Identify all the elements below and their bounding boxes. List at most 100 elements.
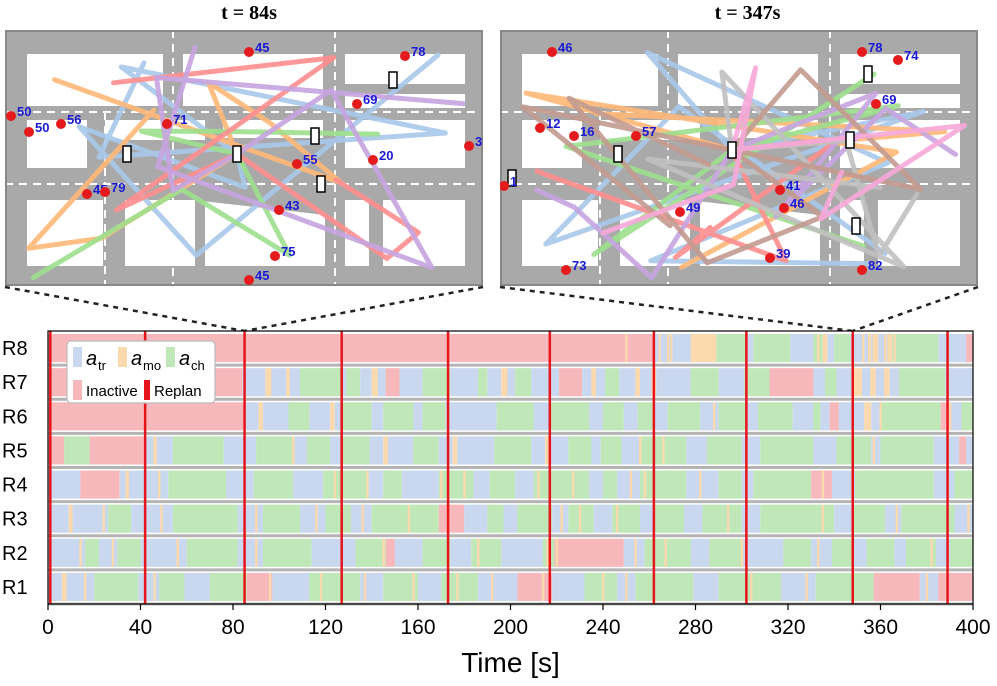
move-action-mark bbox=[625, 334, 628, 363]
task-point-marker bbox=[82, 189, 92, 199]
zoom-connector bbox=[244, 285, 484, 333]
action-segment bbox=[616, 470, 640, 499]
move-action-mark bbox=[259, 402, 263, 431]
move-action-mark bbox=[477, 538, 480, 567]
x-tick-label: 40 bbox=[129, 616, 152, 639]
move-action-mark bbox=[366, 470, 369, 499]
action-segment bbox=[478, 368, 488, 397]
move-action-mark bbox=[125, 470, 129, 499]
task-label: 74 bbox=[904, 48, 919, 63]
charging-station-icon bbox=[122, 145, 132, 163]
task-point-marker bbox=[871, 99, 881, 109]
action-segment bbox=[172, 504, 238, 533]
task-label: 57 bbox=[642, 124, 656, 139]
move-action-mark bbox=[930, 538, 933, 567]
move-action-mark bbox=[331, 402, 334, 431]
action-segment bbox=[559, 368, 583, 397]
move-action-mark bbox=[546, 538, 549, 567]
move-action-mark bbox=[893, 334, 896, 363]
action-segment bbox=[131, 504, 173, 533]
action-segment bbox=[438, 470, 474, 499]
move-action-mark bbox=[63, 572, 66, 601]
task-label: 39 bbox=[475, 134, 483, 149]
action-segment bbox=[603, 470, 617, 499]
action-segment bbox=[901, 504, 955, 533]
move-action-mark bbox=[79, 538, 82, 567]
action-segment bbox=[226, 470, 254, 499]
action-segment bbox=[501, 368, 506, 397]
task-label: 79 bbox=[111, 180, 125, 195]
action-segment bbox=[589, 402, 603, 431]
move-action-mark bbox=[895, 504, 899, 533]
charging-station-icon bbox=[507, 169, 517, 187]
action-segment bbox=[140, 538, 187, 567]
move-action-mark bbox=[361, 504, 364, 533]
action-segment bbox=[621, 436, 640, 465]
move-action-mark bbox=[821, 504, 825, 533]
action-segment bbox=[471, 538, 502, 567]
legend-swatch bbox=[144, 380, 150, 400]
action-segment bbox=[186, 538, 238, 567]
action-segment bbox=[85, 538, 99, 567]
action-segment bbox=[878, 334, 888, 363]
action-segment bbox=[815, 572, 874, 601]
action-segment bbox=[263, 538, 312, 567]
task-point-marker bbox=[352, 99, 362, 109]
action-segment bbox=[360, 368, 372, 397]
action-segment bbox=[880, 402, 941, 431]
zoom-connector bbox=[499, 285, 853, 333]
task-point-marker bbox=[368, 155, 378, 165]
action-segment bbox=[820, 402, 830, 431]
action-segment bbox=[640, 470, 687, 499]
move-action-mark bbox=[375, 368, 378, 397]
legend-entry-sub-ch: ch bbox=[191, 358, 205, 373]
action-segment bbox=[690, 334, 717, 363]
move-action-mark bbox=[363, 572, 367, 601]
action-segment bbox=[683, 504, 703, 533]
move-action-mark bbox=[412, 572, 415, 601]
action-segment bbox=[383, 572, 418, 601]
action-segment bbox=[672, 334, 691, 363]
action-segment bbox=[656, 368, 691, 397]
action-segment bbox=[852, 538, 867, 567]
action-segment bbox=[660, 334, 671, 363]
action-segment bbox=[644, 538, 691, 567]
task-point-marker bbox=[274, 205, 284, 215]
robot-route bbox=[563, 71, 901, 258]
charging-station-icon bbox=[845, 131, 855, 149]
move-action-mark bbox=[454, 436, 457, 465]
row-label: R5 bbox=[2, 440, 28, 462]
move-action-mark bbox=[740, 538, 744, 567]
action-segment bbox=[781, 572, 816, 601]
action-segment bbox=[690, 368, 719, 397]
robot-route bbox=[533, 90, 958, 281]
action-segment bbox=[596, 368, 606, 397]
task-point-marker bbox=[244, 275, 254, 285]
action-segment bbox=[422, 402, 446, 431]
robot-route bbox=[153, 44, 466, 271]
action-segment bbox=[517, 504, 553, 533]
action-segment bbox=[168, 470, 227, 499]
action-segment bbox=[894, 538, 906, 567]
action-segment bbox=[549, 436, 569, 465]
action-segment bbox=[501, 538, 543, 567]
action-segment bbox=[223, 436, 257, 465]
action-segment bbox=[554, 538, 624, 567]
action-segment bbox=[658, 334, 661, 363]
action-segment bbox=[263, 504, 301, 533]
charging-station-icon bbox=[316, 175, 326, 193]
action-segment bbox=[873, 572, 920, 601]
move-action-mark bbox=[269, 572, 272, 601]
move-action-mark bbox=[629, 470, 633, 499]
move-action-mark bbox=[70, 504, 73, 533]
action-segment bbox=[827, 334, 835, 363]
action-segment bbox=[265, 368, 270, 397]
action-segment bbox=[961, 402, 973, 431]
action-segment bbox=[873, 334, 879, 363]
action-segment bbox=[341, 368, 347, 397]
action-segment bbox=[293, 470, 324, 499]
action-segment bbox=[309, 572, 361, 601]
action-segment bbox=[172, 436, 224, 465]
move-action-mark bbox=[636, 368, 640, 397]
